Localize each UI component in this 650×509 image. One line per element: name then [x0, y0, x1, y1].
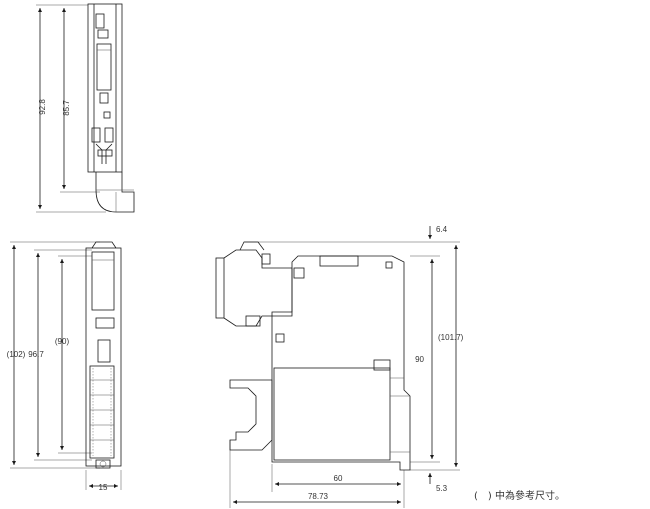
dim-label-92-8: 92.8	[38, 99, 47, 115]
dim-label-15: 15	[99, 483, 108, 492]
dim-label-6-4: 6.4	[436, 225, 448, 234]
dim-label-85-7: 85.7	[62, 100, 71, 116]
reference-dimension-note: ( ) 中為參考尺寸。	[474, 489, 565, 502]
dim-label-78-73: 78.73	[308, 492, 329, 501]
dim-label-101-7: (101.7)	[438, 333, 464, 342]
dim-label-102: (102)	[7, 350, 26, 359]
dim-label-90: (90)	[55, 337, 70, 346]
front-view: (102) 96.7 (90) 15	[7, 241, 122, 492]
top-view: 92.8 85.7	[36, 3, 135, 213]
dim-label-60: 60	[334, 474, 343, 483]
dim-label-side-90: 90	[415, 355, 424, 364]
dim-label-5-3: 5.3	[436, 484, 448, 493]
side-view: 6.4 (101.7) 90 5.3 60 78.73	[215, 225, 464, 508]
dim-label-96-7: 96.7	[28, 350, 44, 359]
